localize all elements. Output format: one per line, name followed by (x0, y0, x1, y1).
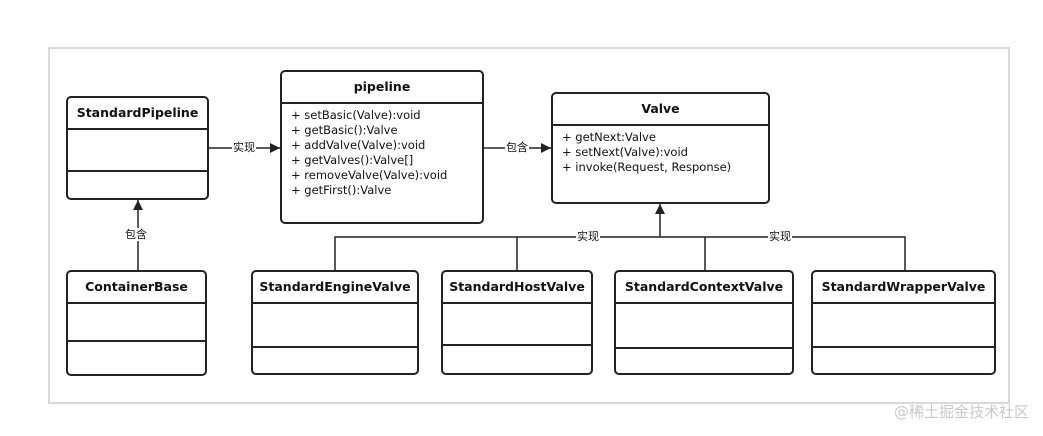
operation: + getFirst():Valve (291, 183, 392, 197)
valve-implements-right-label: 实现 (768, 230, 792, 243)
valve-implements-left-label: 实现 (576, 230, 600, 243)
attributes-section (616, 304, 792, 349)
watermark: @稀土掘金技术社区 (893, 403, 1029, 421)
class-name: Valve (553, 94, 768, 126)
class-standard-context-valve[interactable]: StandardContextValve (614, 270, 794, 375)
interface-pipeline[interactable]: pipeline + setBasic(Valve):void + getBas… (280, 70, 484, 224)
attributes-section (443, 304, 591, 346)
class-container-base[interactable]: ContainerBase (66, 270, 207, 376)
pipeline-implements-label: 实现 (232, 141, 256, 154)
class-standard-wrapper-valve[interactable]: StandardWrapperValve (811, 270, 996, 375)
class-name: StandardWrapperValve (813, 272, 994, 304)
operation: + getValves():Valve[] (291, 153, 414, 167)
class-standard-host-valve[interactable]: StandardHostValve (441, 270, 593, 375)
attributes-section (68, 304, 205, 342)
operations-section (616, 349, 792, 373)
class-standard-engine-valve[interactable]: StandardEngineValve (251, 270, 419, 375)
class-name: StandardEngineValve (253, 272, 417, 304)
operation: + invoke(Request, Response) (562, 160, 732, 174)
attributes-section (253, 304, 417, 348)
class-name: StandardContextValve (616, 272, 792, 304)
operations-section (253, 348, 417, 373)
operation: + getBasic():Valve (291, 123, 398, 137)
attributes-section (68, 130, 207, 172)
attributes-section (813, 304, 994, 348)
operation: + addValve(Valve):void (291, 138, 426, 152)
operations-section (813, 348, 994, 373)
operations-section (443, 346, 591, 373)
class-standard-pipeline[interactable]: StandardPipeline (66, 96, 209, 200)
operation: + setNext(Valve):void (562, 145, 688, 159)
operations-section (68, 172, 207, 198)
pipeline-contains-valve-label: 包含 (505, 141, 529, 154)
interface-valve[interactable]: Valve + getNext:Valve + setNext(Valve):v… (551, 92, 770, 204)
operations-section (68, 342, 205, 374)
operation: + getNext:Valve (562, 130, 656, 144)
class-name: StandardHostValve (443, 272, 591, 304)
valve-implementation-bus (334, 236, 906, 270)
operations-section: + getNext:Valve + setNext(Valve):void + … (553, 126, 768, 175)
class-name: StandardPipeline (68, 98, 207, 130)
class-name: pipeline (282, 72, 482, 104)
operations-section: + setBasic(Valve):void + getBasic():Valv… (282, 104, 482, 198)
operation: + setBasic(Valve):void (291, 108, 421, 122)
operation: + removeValve(Valve):void (291, 168, 448, 182)
class-name: ContainerBase (68, 272, 205, 304)
container-contains-pipeline-label: 包含 (124, 228, 148, 241)
